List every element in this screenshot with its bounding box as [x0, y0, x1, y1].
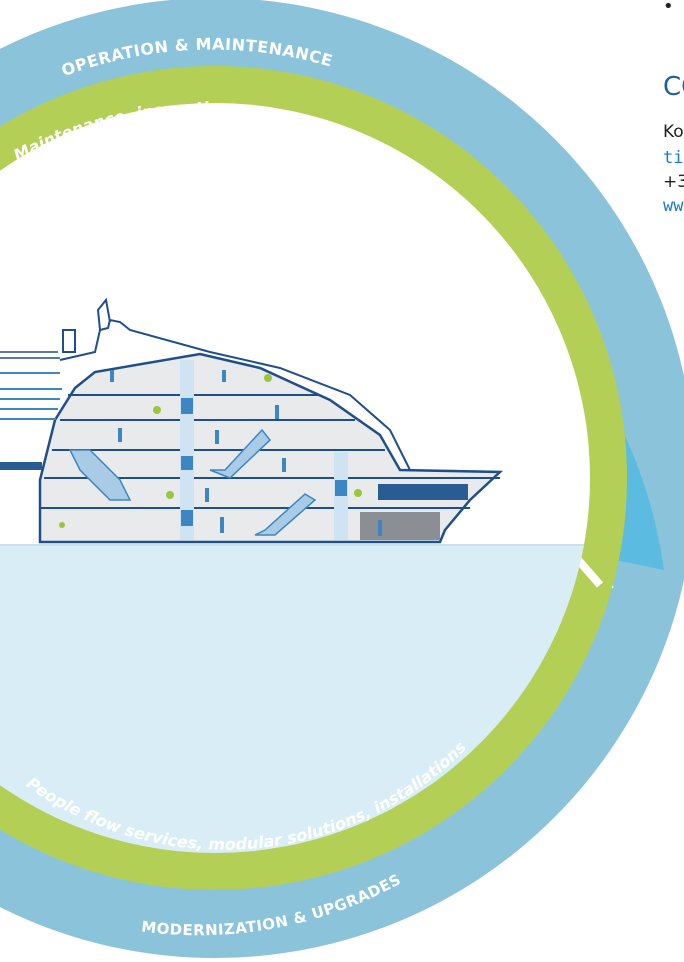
plant	[166, 491, 174, 499]
plant	[153, 406, 161, 414]
passenger	[220, 517, 224, 533]
passenger	[205, 488, 209, 502]
plant	[354, 489, 362, 497]
passenger	[222, 370, 226, 382]
passenger	[118, 428, 122, 442]
passenger	[110, 370, 114, 382]
contact-name: Ko	[663, 122, 684, 142]
plant	[59, 522, 65, 528]
stern-hull-stripe	[0, 462, 42, 470]
stern-window-row	[0, 372, 60, 374]
ship-mast	[96, 297, 111, 331]
plant	[264, 374, 272, 382]
ship-funnel	[62, 329, 76, 353]
contact-email-link[interactable]: tir	[663, 148, 684, 168]
escalator	[68, 449, 132, 501]
stern-window-row	[0, 408, 58, 410]
cruise-ship-illustration	[0, 297, 504, 544]
elevator-car	[181, 398, 193, 414]
stern-window-row	[0, 388, 62, 390]
passenger	[282, 458, 286, 472]
stern-window-row	[0, 398, 60, 400]
elevator-car	[181, 510, 193, 526]
stern-deck-outline	[0, 351, 60, 359]
contact-heading: CO	[663, 72, 684, 102]
passenger	[275, 405, 279, 419]
escalator	[209, 428, 272, 479]
ship-superstructure-outline	[59, 318, 411, 471]
passenger	[378, 520, 382, 536]
passenger	[215, 430, 219, 444]
escalator	[254, 493, 317, 536]
lounge-area	[378, 484, 468, 500]
elevator-car	[181, 456, 193, 470]
gallery-area	[360, 512, 440, 540]
stern-window-row	[0, 418, 56, 420]
contact-column: • CO Ko tir +3 ww	[663, 0, 684, 300]
contact-website-link[interactable]: ww	[663, 196, 684, 216]
contact-phone: +3	[663, 172, 684, 192]
list-bullet: •	[663, 0, 674, 17]
elevator-car	[335, 480, 347, 496]
